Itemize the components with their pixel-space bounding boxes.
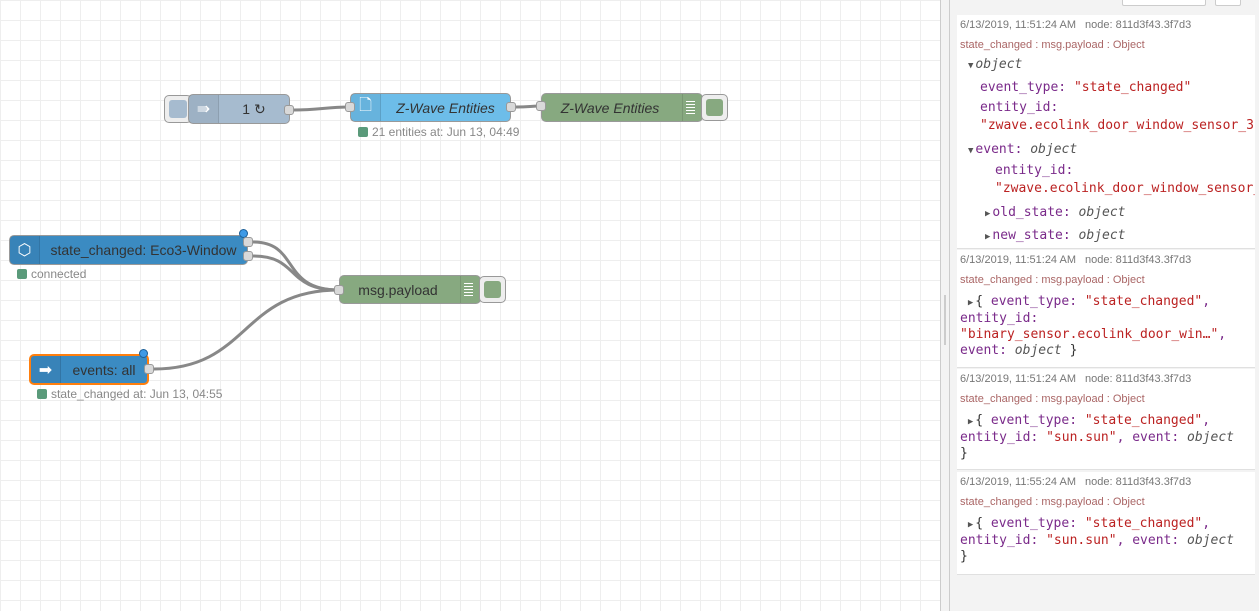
collapsed-object[interactable]: ▶{ event_type: "state_changed", entity_i… — [960, 294, 1227, 358]
message-time: 6/13/2019, 11:51:24 AM — [960, 373, 1076, 385]
filter-button[interactable] — [1122, 0, 1206, 6]
node-label: msg.payload — [358, 281, 438, 298]
node-label: Z-Wave Entities — [396, 99, 495, 116]
arrow-right-icon: ⇛ — [189, 95, 219, 123]
input-port[interactable] — [345, 102, 355, 112]
caret-right-icon: ▶ — [967, 417, 974, 427]
caret-down-icon: ▼ — [968, 146, 974, 156]
state-changed-node[interactable]: ⬡ state_changed: Eco3-Window — [9, 235, 248, 265]
zwave-debug-node[interactable]: Z-Wave Entities — [541, 93, 703, 122]
status-dot-icon — [358, 127, 368, 137]
caret-down-icon: ▼ — [968, 61, 974, 71]
sidebar-splitter[interactable] — [940, 0, 950, 611]
flow-canvas[interactable]: ⇛ 1 ↻ 🗋 Z-Wave Entities 21 entities at: … — [0, 0, 940, 611]
debug-toggle-button[interactable] — [701, 94, 728, 121]
node-label: events: all — [72, 361, 136, 378]
search-document-icon: 🗋 — [351, 94, 381, 121]
wires — [153, 104, 542, 371]
collapsed-object[interactable]: ▶{ event_type: "state_changed", entity_i… — [960, 516, 1234, 564]
wire[interactable] — [153, 288, 340, 371]
list-icon — [460, 276, 476, 303]
message-topic: state_changed : msg.payload : Object — [960, 393, 1145, 405]
wire[interactable] — [293, 105, 351, 112]
debug-toggle-button[interactable] — [479, 276, 506, 303]
message-node-link[interactable]: node: 811d3f43.3f7d3 — [1085, 373, 1192, 385]
zwave-entities-node[interactable]: 🗋 Z-Wave Entities — [350, 93, 511, 122]
input-port[interactable] — [334, 285, 344, 295]
message-topic: state_changed : msg.payload : Object — [960, 274, 1145, 286]
message-time: 6/13/2019, 11:55:24 AM — [960, 476, 1076, 488]
caret-right-icon: ▶ — [967, 520, 974, 530]
caret-right-icon: ▶ — [985, 209, 991, 219]
message-node-link[interactable]: node: 811d3f43.3f7d3 — [1085, 19, 1192, 31]
debug-message: 6/13/2019, 11:51:24 AM node: 811d3f43.3f7… — [957, 250, 1255, 368]
message-time: 6/13/2019, 11:51:24 AM — [960, 19, 1076, 31]
debug-message: 6/13/2019, 11:51:24 AM node: 811d3f43.3f7… — [957, 15, 1255, 249]
expand-object[interactable]: ▼object — [968, 57, 1023, 72]
output-port[interactable] — [243, 237, 253, 247]
list-icon — [682, 94, 698, 121]
output-port[interactable] — [243, 251, 253, 261]
node-label: state_changed: Eco3-Window — [50, 242, 237, 258]
debug-message: 6/13/2019, 11:55:24 AM node: 811d3f43.3f7… — [957, 472, 1255, 575]
status-dot-icon — [17, 269, 27, 279]
expand-old-state[interactable]: ▶old_state: object — [985, 205, 1126, 220]
status-text: connected — [31, 267, 87, 281]
node-status: connected — [17, 267, 86, 281]
output-port[interactable] — [506, 102, 516, 112]
node-status: state_changed at: Jun 13, 04:55 — [37, 387, 222, 401]
status-text: state_changed at: Jun 13, 04:55 — [51, 387, 223, 401]
message-node-link[interactable]: node: 811d3f43.3f7d3 — [1085, 476, 1192, 488]
inject-node[interactable]: ⇛ 1 ↻ — [188, 94, 290, 124]
caret-right-icon: ▶ — [967, 298, 974, 308]
events-all-node[interactable]: ➡ events: all — [29, 354, 149, 385]
wire[interactable] — [252, 240, 340, 292]
input-port[interactable] — [536, 101, 546, 111]
status-text: 21 entities at: Jun 13, 04:49 — [372, 125, 520, 139]
splitter-grip[interactable] — [944, 295, 946, 345]
message-node-link[interactable]: node: 811d3f43.3f7d3 — [1085, 254, 1192, 266]
output-port[interactable] — [284, 105, 294, 115]
node-label: 1 ↻ — [242, 100, 266, 117]
message-topic: state_changed : msg.payload : Object — [960, 496, 1145, 508]
expand-event[interactable]: ▼event: object — [968, 142, 1078, 157]
wire[interactable] — [252, 254, 340, 292]
node-label: Z-Wave Entities — [560, 99, 660, 116]
arrow-right-icon: ➡ — [31, 356, 61, 383]
caret-right-icon: ▶ — [985, 232, 991, 242]
message-topic: state_changed : msg.payload : Object — [960, 39, 1145, 51]
status-dot-icon — [37, 389, 47, 399]
clear-button[interactable] — [1215, 0, 1241, 6]
node-status: 21 entities at: Jun 13, 04:49 — [358, 125, 519, 139]
output-port[interactable] — [144, 364, 154, 374]
payload-debug-node[interactable]: msg.payload — [339, 275, 481, 304]
expand-new-state[interactable]: ▶new_state: object — [985, 228, 1126, 243]
collapsed-object[interactable]: ▶{ event_type: "state_changed", entity_i… — [960, 413, 1234, 461]
changed-indicator-icon — [139, 349, 148, 358]
debug-message: 6/13/2019, 11:51:24 AM node: 811d3f43.3f7… — [957, 369, 1255, 470]
debug-sidebar: 6/13/2019, 11:51:24 AM node: 811d3f43.3f7… — [950, 0, 1259, 611]
hexagon-arrow-icon: ⬡ — [10, 236, 40, 264]
message-time: 6/13/2019, 11:51:24 AM — [960, 254, 1076, 266]
